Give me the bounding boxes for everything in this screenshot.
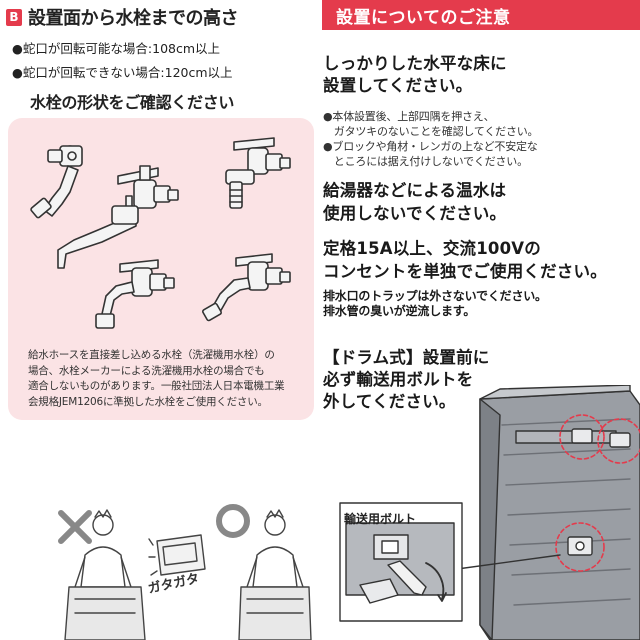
- height-fixed: ●蛇口が回転できない場合:120cm以上: [12, 65, 233, 80]
- correct-mark-icon: [216, 504, 250, 538]
- faucet-icon-long-spout: [57, 165, 179, 269]
- transport-bolt-icons: [567, 428, 631, 556]
- faucet-icon-angled-spout: [202, 253, 291, 322]
- drain-trap-warning-line2: 排水管の臭いが逆流します。: [323, 304, 476, 318]
- faucet-icon-curved-spout: [95, 259, 175, 329]
- faucet-height-title: 設置面から水栓までの高さ: [28, 8, 239, 29]
- drum-bolt-instruction-line2: 必ず輸送用ボルトを: [323, 370, 474, 389]
- level-floor-instruction-line2: 設置してください。: [323, 76, 473, 95]
- rattle-sound-label: ガタガタ: [147, 571, 201, 596]
- washer-body-icon: [479, 385, 640, 640]
- faucet-types-illustration: [30, 137, 291, 329]
- floor-note-line3: ●ブロックや角材・レンガの上など不安定な: [323, 140, 538, 153]
- transport-bolt-highlights: [555, 414, 640, 572]
- bolt-detail-zoom: [339, 502, 463, 622]
- floor-note-line1: ●本体設置後、上部四隅を押さえ、: [323, 110, 495, 123]
- faucet-shape-title: 水栓の形状をご確認ください: [30, 93, 235, 112]
- faucet-icon-hose-tip: [225, 137, 291, 209]
- floor-note-line2: ガタツキのないことを確認してください。: [323, 125, 539, 138]
- power-outlet-instruction-line1: 定格15A以上、交流100Vの: [323, 239, 541, 258]
- transport-bolt-label: 輸送用ボルト: [344, 512, 417, 526]
- wobbling-box-icon: [148, 534, 206, 576]
- faucet-compatibility-note: 給水ホースを直接差し込める水栓（洗濯機用水栓）の 場合、水栓メーカーによる洗濯機…: [28, 349, 285, 408]
- drum-washer-illustration: [339, 385, 640, 640]
- person-stable-icon: [238, 509, 312, 640]
- faucet-icon-angled: [30, 145, 83, 219]
- drain-trap-warning-line1: 排水口のトラップは外さないでください。: [323, 289, 547, 303]
- power-outlet-instruction-line2: コンセントを単独でご使用ください。: [323, 262, 607, 281]
- wrong-mark-icon: [58, 510, 92, 544]
- drum-bolt-instruction-line3: 外してください。: [323, 392, 456, 411]
- hot-water-warning-line1: 給湯器などによる温水は: [323, 181, 507, 200]
- person-wobbling-icon: [64, 509, 146, 640]
- height-rotatable: ●蛇口が回転可能な場合:108cm以上: [12, 41, 221, 56]
- level-floor-instruction-line1: しっかりした水平な床に: [323, 54, 507, 73]
- section-b-badge: B: [6, 9, 22, 26]
- installation-notes-title: 設置についてのご注意: [336, 8, 511, 28]
- hot-water-warning-line2: 使用しないでください。: [323, 204, 507, 223]
- floor-note-line4: ところには据え付けしないでください。: [323, 155, 528, 168]
- drum-bolt-instruction-line1: 【ドラム式】設置前に: [323, 348, 490, 367]
- installation-notes-header: [322, 0, 640, 30]
- wobble-check-illustration: ガタガタ: [58, 504, 312, 640]
